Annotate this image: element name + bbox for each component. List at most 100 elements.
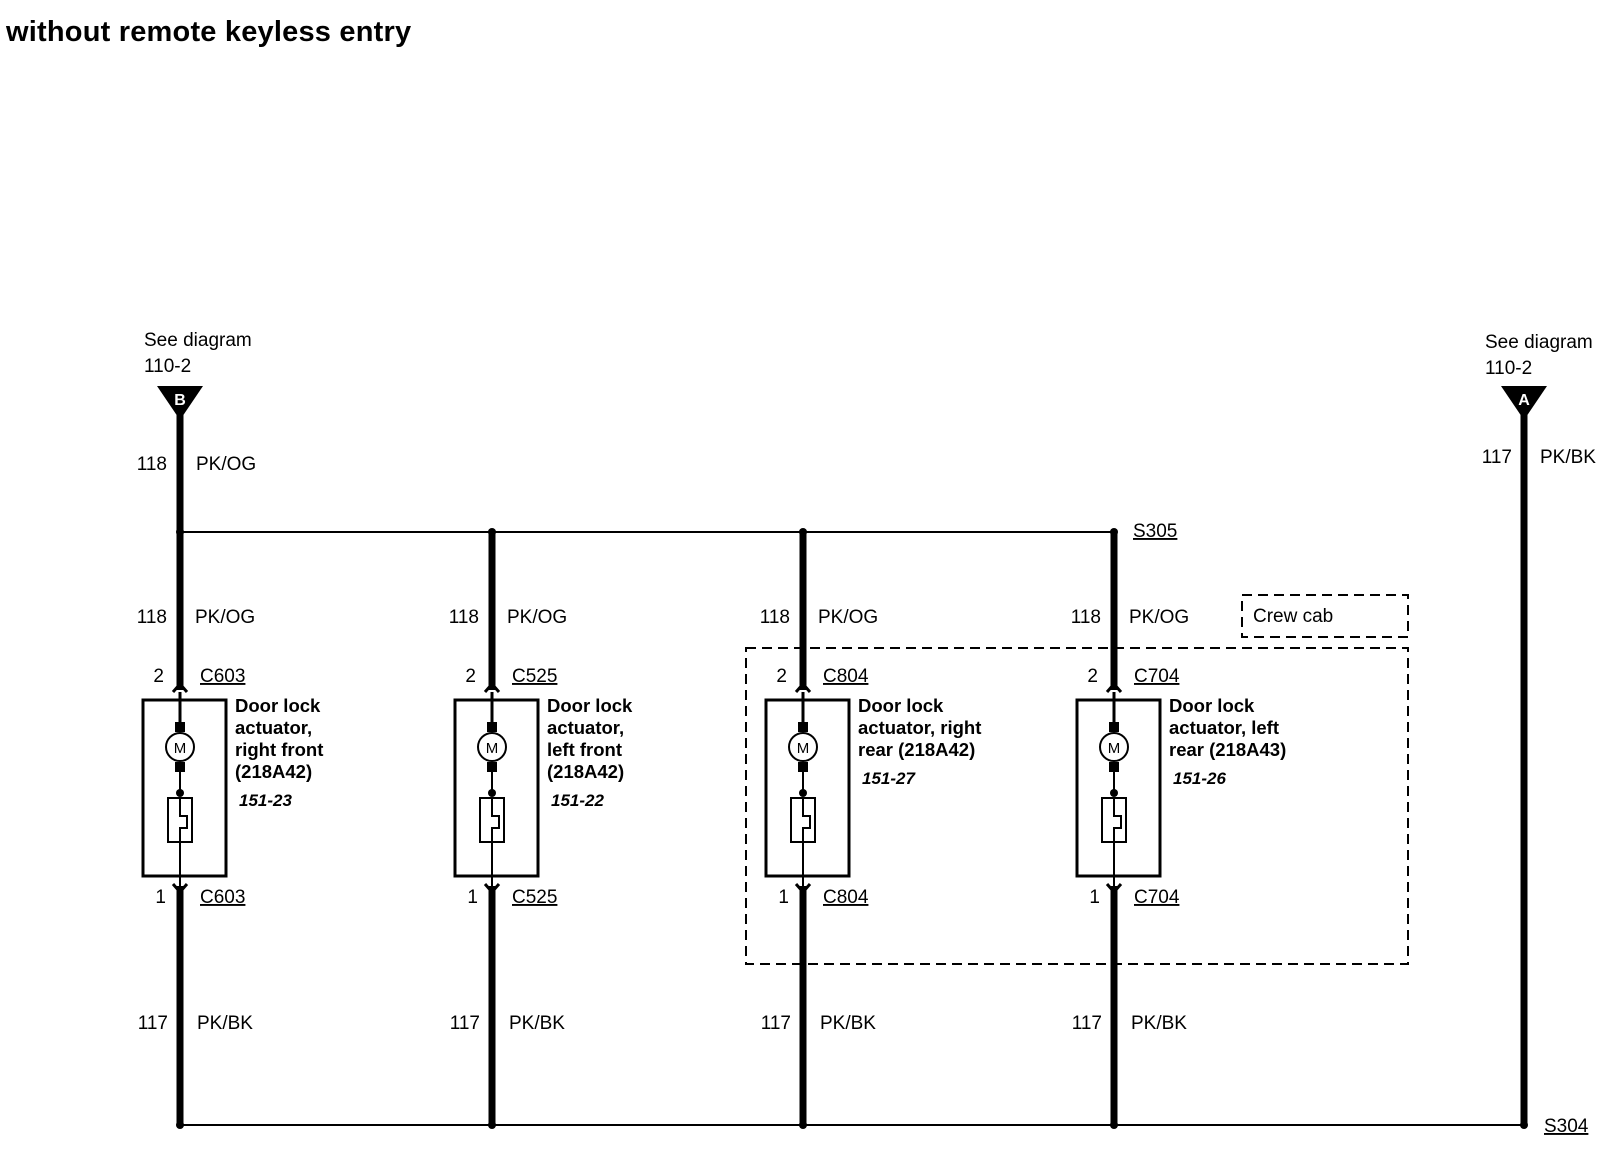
connector-bottom-marker <box>794 883 812 895</box>
connector-id: C804 <box>823 887 869 908</box>
internal-node <box>799 789 807 797</box>
wire-color: PK/BK <box>1131 1013 1187 1034</box>
motor-letter: M <box>797 740 810 757</box>
motor-icon <box>165 732 195 762</box>
circuit-number: 118 <box>137 607 167 628</box>
motor-icon <box>788 732 818 762</box>
switch-contact <box>1113 798 1122 842</box>
splice-s305-label: S305 <box>1133 521 1177 542</box>
connector-id: C525 <box>512 666 557 687</box>
wire-color: PK/BK <box>509 1013 565 1034</box>
component-name-line: Door lock <box>547 695 633 716</box>
ref-b-wire-color: PK/OG <box>196 454 256 475</box>
component-name-line: Door lock <box>235 695 321 716</box>
pin-number: 2 <box>465 666 476 687</box>
reference-page: 151-26 <box>1173 769 1226 788</box>
switch-contact <box>491 798 500 842</box>
wire-color: PK/BK <box>820 1013 876 1034</box>
ref-a-circuit: 117 <box>1482 447 1512 468</box>
connector-id: C603 <box>200 887 245 908</box>
reference-page: 151-23 <box>239 791 292 810</box>
reference-page: 151-27 <box>862 769 916 788</box>
connector-id: C603 <box>200 666 245 687</box>
wire-color: PK/BK <box>197 1013 253 1034</box>
motor-letter: M <box>174 740 187 757</box>
motor-brush-bottom <box>1109 762 1119 772</box>
motor-brush-top <box>798 722 808 732</box>
pin-number: 1 <box>467 887 478 908</box>
component-name-line: left front <box>547 739 622 760</box>
connector-id: C704 <box>1134 887 1180 908</box>
connector-top-marker <box>483 681 501 693</box>
pin-number: 2 <box>776 666 787 687</box>
splice-s304-label: S304 <box>1544 1116 1589 1137</box>
circuit-number: 117 <box>450 1013 480 1034</box>
internal-node <box>1110 789 1118 797</box>
wire-color: PK/OG <box>1129 607 1189 628</box>
component-name-line: (218A42) <box>547 761 624 782</box>
ref-a-diagram-number: 110-2 <box>1485 358 1532 379</box>
connector-bottom-marker <box>483 883 501 895</box>
crew-cab-label-box <box>1241 594 1409 638</box>
switch-contact <box>802 798 811 842</box>
pin-number: 1 <box>778 887 789 908</box>
ref-b-see-diagram: See diagram <box>144 330 252 351</box>
ref-b-letter: B <box>174 392 186 409</box>
connector-bottom-marker <box>1105 883 1123 895</box>
ref-a-see-diagram: See diagram <box>1485 332 1593 353</box>
circuit-number: 117 <box>1072 1013 1102 1034</box>
crew-cab-boundary <box>745 647 1409 965</box>
component-name-line: (218A42) <box>235 761 312 782</box>
circuit-number: 117 <box>138 1013 168 1034</box>
diagram-title: without remote keyless entry <box>6 16 412 48</box>
internal-node <box>488 789 496 797</box>
reference-b: See diagram 110-2 B 118 PK/OG <box>137 330 256 532</box>
component-name-line: actuator, right <box>858 717 981 738</box>
pin-number: 1 <box>155 887 166 908</box>
connector-top-marker <box>1105 681 1123 693</box>
circuit-number: 118 <box>449 607 479 628</box>
pin-number: 2 <box>153 666 164 687</box>
circuit-number: 118 <box>1071 607 1101 628</box>
wire-color: PK/OG <box>507 607 567 628</box>
motor-brush-top <box>487 722 497 732</box>
component-name-line: actuator, <box>547 717 624 738</box>
ref-a-triangle <box>1501 386 1547 420</box>
connector-id: C704 <box>1134 666 1180 687</box>
ref-a-letter: A <box>1518 392 1530 409</box>
wire-color: PK/OG <box>818 607 878 628</box>
switch-contact <box>179 798 188 842</box>
internal-node <box>176 789 184 797</box>
component-name-line: actuator, <box>235 717 312 738</box>
connector-top-marker <box>794 681 812 693</box>
connector-id: C525 <box>512 887 557 908</box>
reference-a: See diagram 110-2 A 117 PK/BK <box>1482 332 1596 1124</box>
motor-brush-top <box>1109 722 1119 732</box>
connector-top-marker <box>171 681 189 693</box>
motor-letter: M <box>1108 740 1121 757</box>
component-name-line: Door lock <box>1169 695 1255 716</box>
circuit-number: 117 <box>761 1013 791 1034</box>
ref-b-triangle <box>157 386 203 420</box>
motor-icon <box>1099 732 1129 762</box>
component-name-line: rear (218A42) <box>858 739 975 760</box>
ref-a-wire-color: PK/BK <box>1540 447 1596 468</box>
motor-brush-top <box>175 722 185 732</box>
motor-icon <box>477 732 507 762</box>
pin-number: 1 <box>1089 887 1100 908</box>
motor-brush-bottom <box>798 762 808 772</box>
component-name-line: right front <box>235 739 323 760</box>
connector-id: C804 <box>823 666 869 687</box>
circuit-number: 118 <box>760 607 790 628</box>
motor-brush-bottom <box>487 762 497 772</box>
component-name-line: rear (218A43) <box>1169 739 1286 760</box>
ref-b-circuit: 118 <box>137 454 167 475</box>
component-name-line: Door lock <box>858 695 944 716</box>
ref-b-diagram-number: 110-2 <box>144 356 191 377</box>
reference-page: 151-22 <box>551 791 604 810</box>
